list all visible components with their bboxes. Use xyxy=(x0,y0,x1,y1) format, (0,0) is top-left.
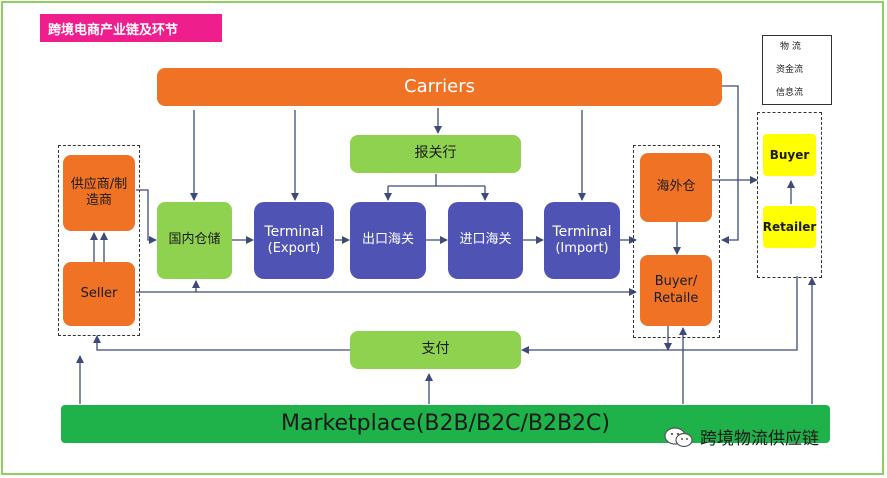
import-customs-label: 进口海关 xyxy=(459,232,512,248)
buyer-retailer-label-2: Retaile xyxy=(653,290,699,306)
terminal-export-label-1: Terminal xyxy=(264,223,324,240)
domestic-warehouse-label: 国内仓储 xyxy=(168,232,221,248)
seller-node: Seller xyxy=(63,262,135,326)
arrow-payment-to-seller xyxy=(93,335,350,351)
source-group xyxy=(58,145,140,336)
supplier-label: 供应商/制造商 xyxy=(70,176,128,208)
marketplace-node: Marketplace(B2B/B2C/B2B2C) xyxy=(61,405,830,443)
end-customer-group xyxy=(757,112,822,278)
carriers-node: Carriers xyxy=(157,68,722,106)
supplier-node: 供应商/制造商 xyxy=(63,155,135,231)
overseas-warehouse-node: 海外仓 xyxy=(640,153,712,222)
export-customs-node: 出口海关 xyxy=(350,202,426,279)
payment-node: 支付 xyxy=(350,331,521,369)
terminal-export-label-2: (Export) xyxy=(267,241,321,257)
watermark: 跨境物流供应链 xyxy=(664,424,819,449)
buyer-retailer-label-1: Buyer/ xyxy=(654,274,698,290)
marketplace-label: Marketplace(B2B/B2C/B2B2C) xyxy=(281,411,610,437)
arrow-carriers-to-right-group xyxy=(721,85,739,244)
arrow-right-to-payment xyxy=(521,276,798,354)
wechat-icon xyxy=(664,426,693,447)
terminal-import-node: Terminal (Import) xyxy=(544,202,620,279)
overseas-warehouse-label: 海外仓 xyxy=(656,179,696,195)
import-customs-node: 进口海关 xyxy=(448,202,523,279)
page-title: 跨境电商产业链及环节 xyxy=(40,14,222,42)
destination-group xyxy=(633,145,720,338)
terminal-export-node: Terminal (Export) xyxy=(254,202,334,279)
arrow-supplier-to-domestic xyxy=(136,189,157,244)
legend-item-information: 信息流 xyxy=(776,88,804,98)
watermark-text: 跨境物流供应链 xyxy=(700,429,819,449)
export-customs-label: 出口海关 xyxy=(361,232,414,248)
retailer-node: Retailer xyxy=(763,206,816,248)
customs-broker-label: 报关行 xyxy=(414,145,457,162)
buyer-node: Buyer xyxy=(763,134,816,176)
domestic-warehouse-node: 国内仓储 xyxy=(157,202,232,279)
buyer-retailer-node: Buyer/ Retaile xyxy=(640,255,712,326)
terminal-import-label-2: (Import) xyxy=(555,241,609,257)
terminal-import-label-1: Terminal xyxy=(552,223,612,240)
seller-label: Seller xyxy=(80,285,118,301)
retailer-label: Retailer xyxy=(762,219,817,234)
legend-item-capital: 资金流 xyxy=(776,65,804,75)
legend-item-logistics: 物 流 xyxy=(780,42,801,52)
customs-broker-node: 报关行 xyxy=(350,135,521,173)
carriers-label: Carriers xyxy=(404,75,475,97)
payment-label: 支付 xyxy=(421,341,450,358)
buyer-label: Buyer xyxy=(769,147,810,162)
legend: 物 流 资金流 信息流 xyxy=(762,35,832,105)
